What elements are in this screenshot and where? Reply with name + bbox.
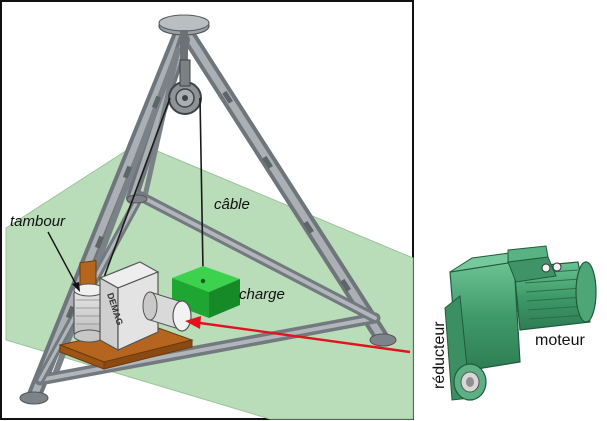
label-cable: câble bbox=[214, 196, 250, 213]
demag-gearbox: DEMAG bbox=[98, 261, 160, 352]
winch-motor bbox=[142, 291, 192, 332]
pointer-tambour bbox=[47, 231, 79, 289]
foot-right bbox=[369, 333, 397, 347]
output-flange bbox=[453, 363, 487, 401]
terminal-box bbox=[507, 245, 562, 283]
gearmotor-illustration bbox=[444, 245, 597, 401]
pulley bbox=[168, 59, 202, 115]
label-charge: charge bbox=[239, 286, 285, 303]
cable bbox=[91, 97, 204, 311]
foot-back bbox=[126, 194, 148, 204]
load-block bbox=[172, 266, 240, 318]
label-tambour: tambour bbox=[10, 213, 66, 230]
foot-left bbox=[19, 391, 49, 405]
drum bbox=[73, 283, 105, 343]
label-moteur: moteur bbox=[535, 332, 585, 349]
pointer-arrow bbox=[185, 316, 411, 354]
winch-assembly: DEMAG bbox=[58, 259, 194, 370]
head-assembly bbox=[158, 14, 210, 115]
label-reducteur: réducteur bbox=[431, 321, 448, 389]
